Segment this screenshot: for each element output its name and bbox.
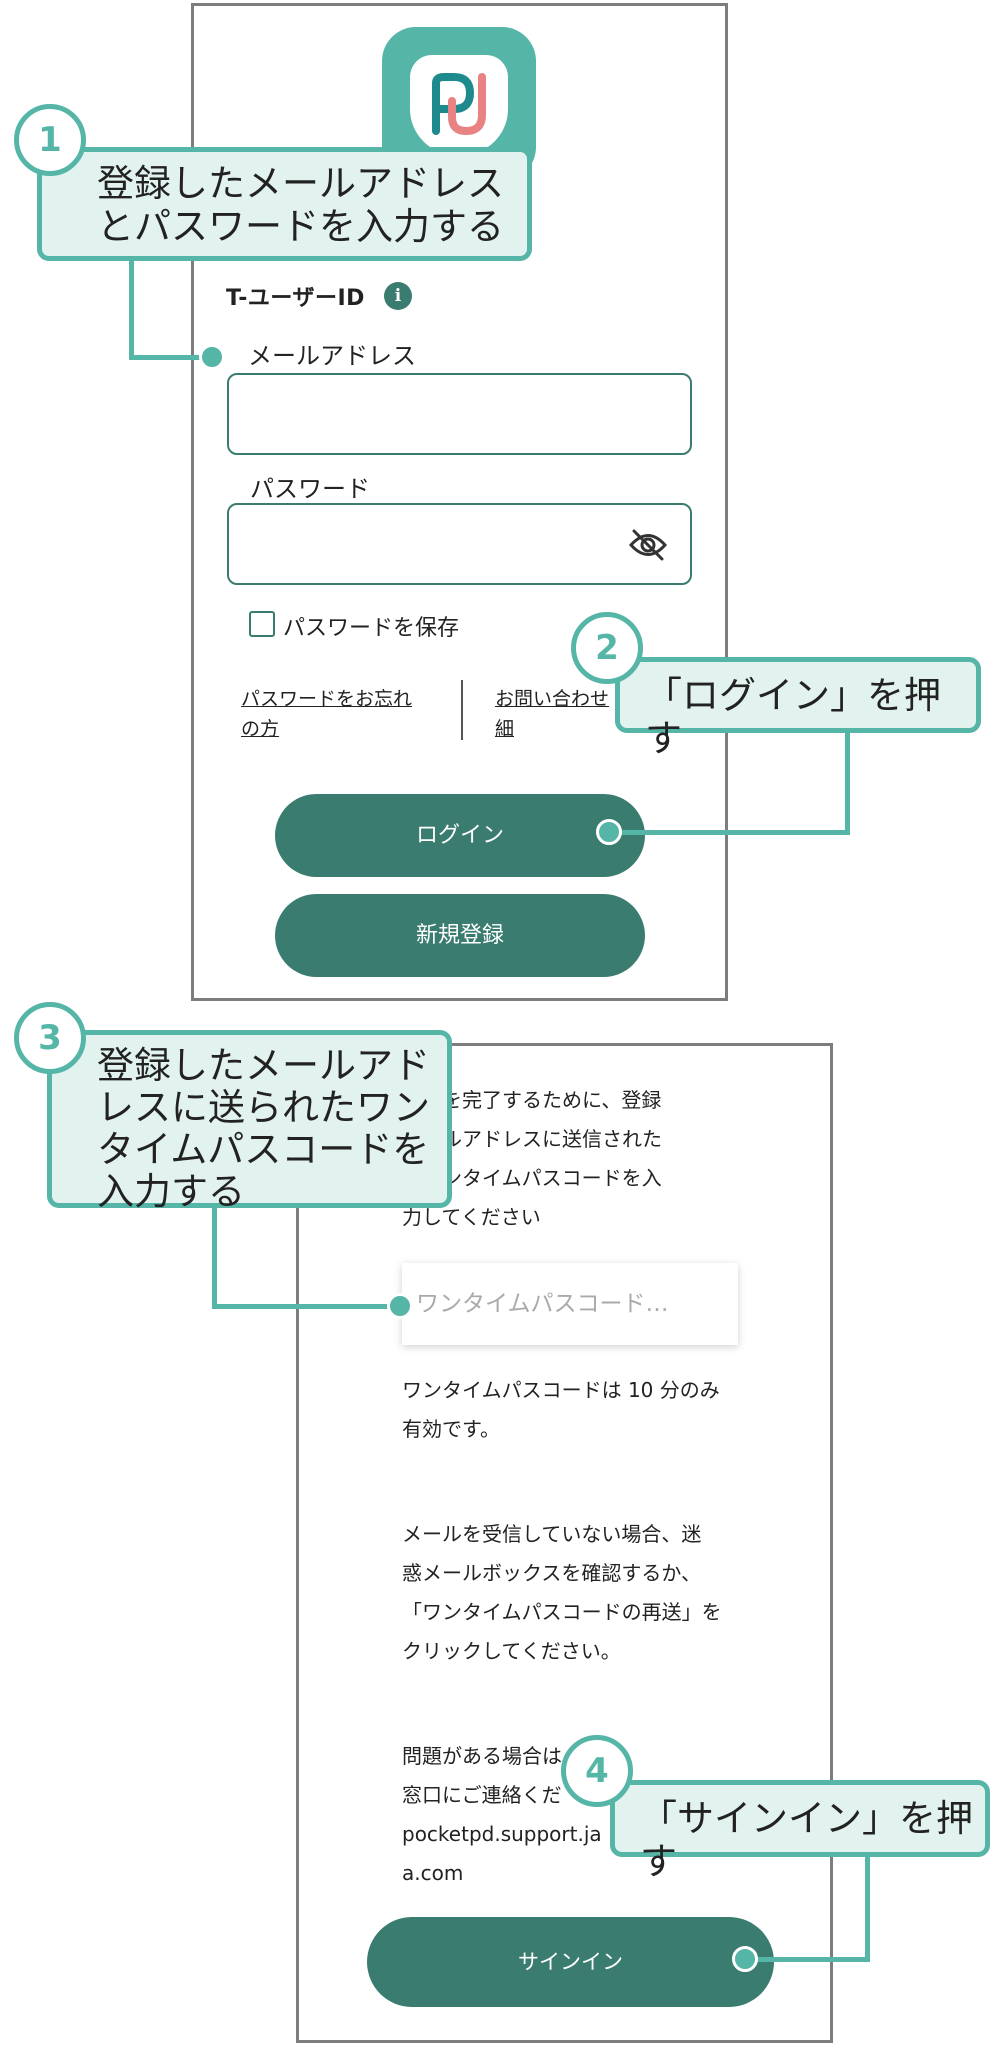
callout2-connector [845,731,850,835]
callout1-connector [129,355,211,360]
register-button[interactable]: 新規登録 [275,894,645,977]
signin-button[interactable]: サインイン [367,1917,774,2007]
no-mail-text: メールを受信していない場合、迷 惑メールボックスを確認するか、 「ワンタイムパス… [402,1515,742,1671]
info-icon[interactable]: i [384,282,412,310]
otp-validity-text: ワンタイムパスコードは 10 分のみ 有効です。 [402,1371,742,1449]
problem-line: 問題がある場合は [402,1744,562,1768]
callout4-connector [865,1855,870,1962]
callout-text: タイムパスコードを [97,1128,430,1171]
callout-text: 「ログイン」を押す [645,674,941,760]
problem-line: pocketpd.support.ja [402,1822,602,1846]
problem-contact-text: 問題がある場合は 窓口にご連絡くだ pocketpd.support.ja a.… [402,1737,742,1893]
no-mail-line: メールを受信していない場合、迷 [402,1522,702,1546]
callout-step-4: 「サインイン」を押す [610,1780,990,1883]
inquiry-link[interactable]: お問い合わせ 細 [495,684,635,744]
callout-text: とパスワードを入力する [97,205,504,248]
links-divider [461,680,463,740]
step-number-badge: 3 [14,1002,86,1074]
validity-line: ワンタイムパスコードは 10 分のみ [402,1378,720,1402]
callout-text: 登録したメールアド [97,1044,430,1087]
otp-screen-frame [296,1043,833,2043]
callout-step-2: 「ログイン」を押す [615,657,981,760]
callout1-pointer-dot [199,344,225,370]
password-input[interactable] [227,503,692,585]
inquiry-link-line1: お問い合わせ [495,688,610,710]
problem-line: 窓口にご連絡くだ [402,1783,562,1807]
validity-line: 有効です。 [402,1417,500,1441]
no-mail-line: 惑メールボックスを確認するか、 [402,1561,701,1585]
save-password-label: パスワードを保存 [283,616,460,641]
login-button[interactable]: ログイン [275,794,645,877]
password-label: パスワード [250,475,370,503]
step-number-badge: 4 [561,1735,633,1807]
app-logo-mark [410,55,508,155]
instructions-line: 力してください [402,1205,541,1229]
callout-step-3: 登録したメールアド レスに送られたワン タイムパスコードを 入力する [47,1030,452,1213]
inquiry-link-line2: 細 [495,718,515,740]
email-label: メールアドレス [248,342,416,370]
forgot-link-line1: パスワードをお忘れ [241,688,413,710]
forgot-link-line2: の方 [241,718,280,740]
callout3-connector [212,1304,402,1309]
no-mail-line: クリックしてください。 [402,1639,621,1663]
problem-line: a.com [402,1861,464,1885]
step-number-badge: 1 [14,104,86,176]
save-password-checkbox[interactable] [249,611,275,637]
email-input[interactable] [227,373,692,455]
callout-text: 登録したメールアドレス [97,162,504,205]
callout4-pointer-dot [732,1946,758,1972]
callout3-connector [212,1206,217,1309]
step-number-badge: 2 [571,612,643,684]
callout-step-1: 登録したメールアドレス とパスワードを入力する [37,147,532,261]
no-mail-line: 「ワンタイムパスコードの再送」を [402,1600,722,1624]
tuser-id-label: T-ユーザーID [226,286,365,311]
callout2-connector [611,830,850,835]
eye-slash-icon[interactable] [628,528,668,562]
callout-text: レスに送られたワン [97,1086,430,1129]
callout2-pointer-dot [596,819,622,845]
callout1-connector [129,259,134,360]
callout4-connector [747,1957,870,1962]
callout3-pointer-dot [387,1293,413,1319]
callout-text: 「サインイン」を押す [640,1797,973,1883]
forgot-password-link[interactable]: パスワードをお忘れ の方 [241,684,441,744]
otp-input[interactable]: ワンタイムパスコード… [402,1263,738,1345]
callout-text: 入力する [97,1170,245,1213]
